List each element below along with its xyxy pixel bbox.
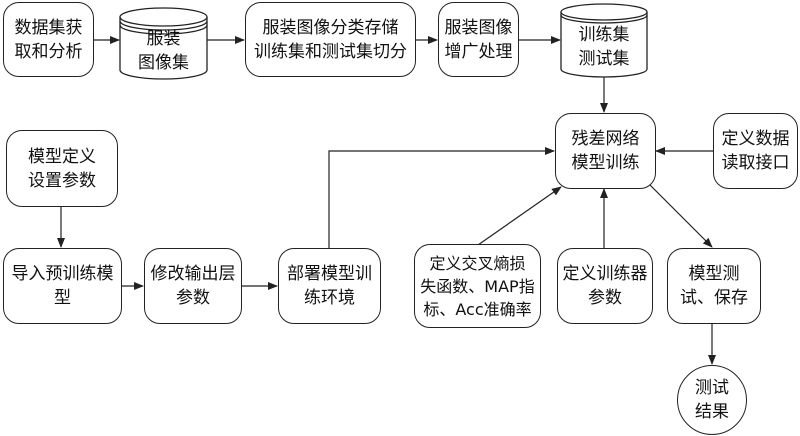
edges [57,36,716,365]
node-test-results-label: 测试 结果 [695,378,729,422]
node-deploy-env-label: 部署模型训 练环境 [287,264,372,308]
cylinder-clothing-images [119,7,208,80]
node-modify-output-label: 修改输出层 参数 [150,264,236,308]
edge-resnet-to-test [649,184,713,248]
node-deploy-env: 部署模型训 练环境 [278,248,381,324]
node-model-define: 模型定义 设置参数 [6,130,118,207]
node-trainer-params-label: 定义训练器 参数 [562,264,648,308]
node-clothing-images-label: 服装 图像集 [138,29,189,73]
edge-deploy-to-resnet [328,147,555,248]
node-test-save-label: 模型测 试、保存 [680,264,748,308]
node-data-loader: 定义数据 读取接口 [713,113,798,189]
node-loss-metrics: 定义交叉熵损 失函数、MAP指 标、Acc准确率 [414,244,541,328]
node-train-test-sets-label: 训练集 测试集 [578,25,630,69]
node-test-results: 测试 结果 [677,365,747,435]
node-acquire: 数据集获 取和分析 [3,2,94,77]
node-data-loader-label: 定义数据 读取接口 [721,129,790,173]
node-split-label: 服装图像分类存储 训练集和测试集切分 [254,17,407,62]
node-trainer-params: 定义训练器 参数 [557,248,653,324]
node-augment-label: 服装图像 增广处理 [444,17,513,62]
cylinder-train-test-sets [560,3,648,78]
node-loss-metrics-label: 定义交叉熵损 失函数、MAP指 标、Acc准确率 [420,253,535,319]
edge-loss-to-resnet [477,186,562,246]
node-resnet-training-label: 残差网络 模型训练 [571,129,640,173]
node-split: 服装图像分类存储 训练集和测试集切分 [245,2,416,77]
node-test-save: 模型测 试、保存 [667,248,761,324]
node-import-pretrained: 导入预训练模 型 [3,248,122,324]
node-acquire-label: 数据集获 取和分析 [14,17,83,62]
node-import-pretrained-label: 导入预训练模 型 [11,264,114,308]
node-model-define-label: 模型定义 设置参数 [28,146,96,191]
node-augment: 服装图像 增广处理 [438,2,519,77]
node-resnet-training: 残差网络 模型训练 [555,113,656,189]
node-modify-output: 修改输出层 参数 [144,248,242,324]
